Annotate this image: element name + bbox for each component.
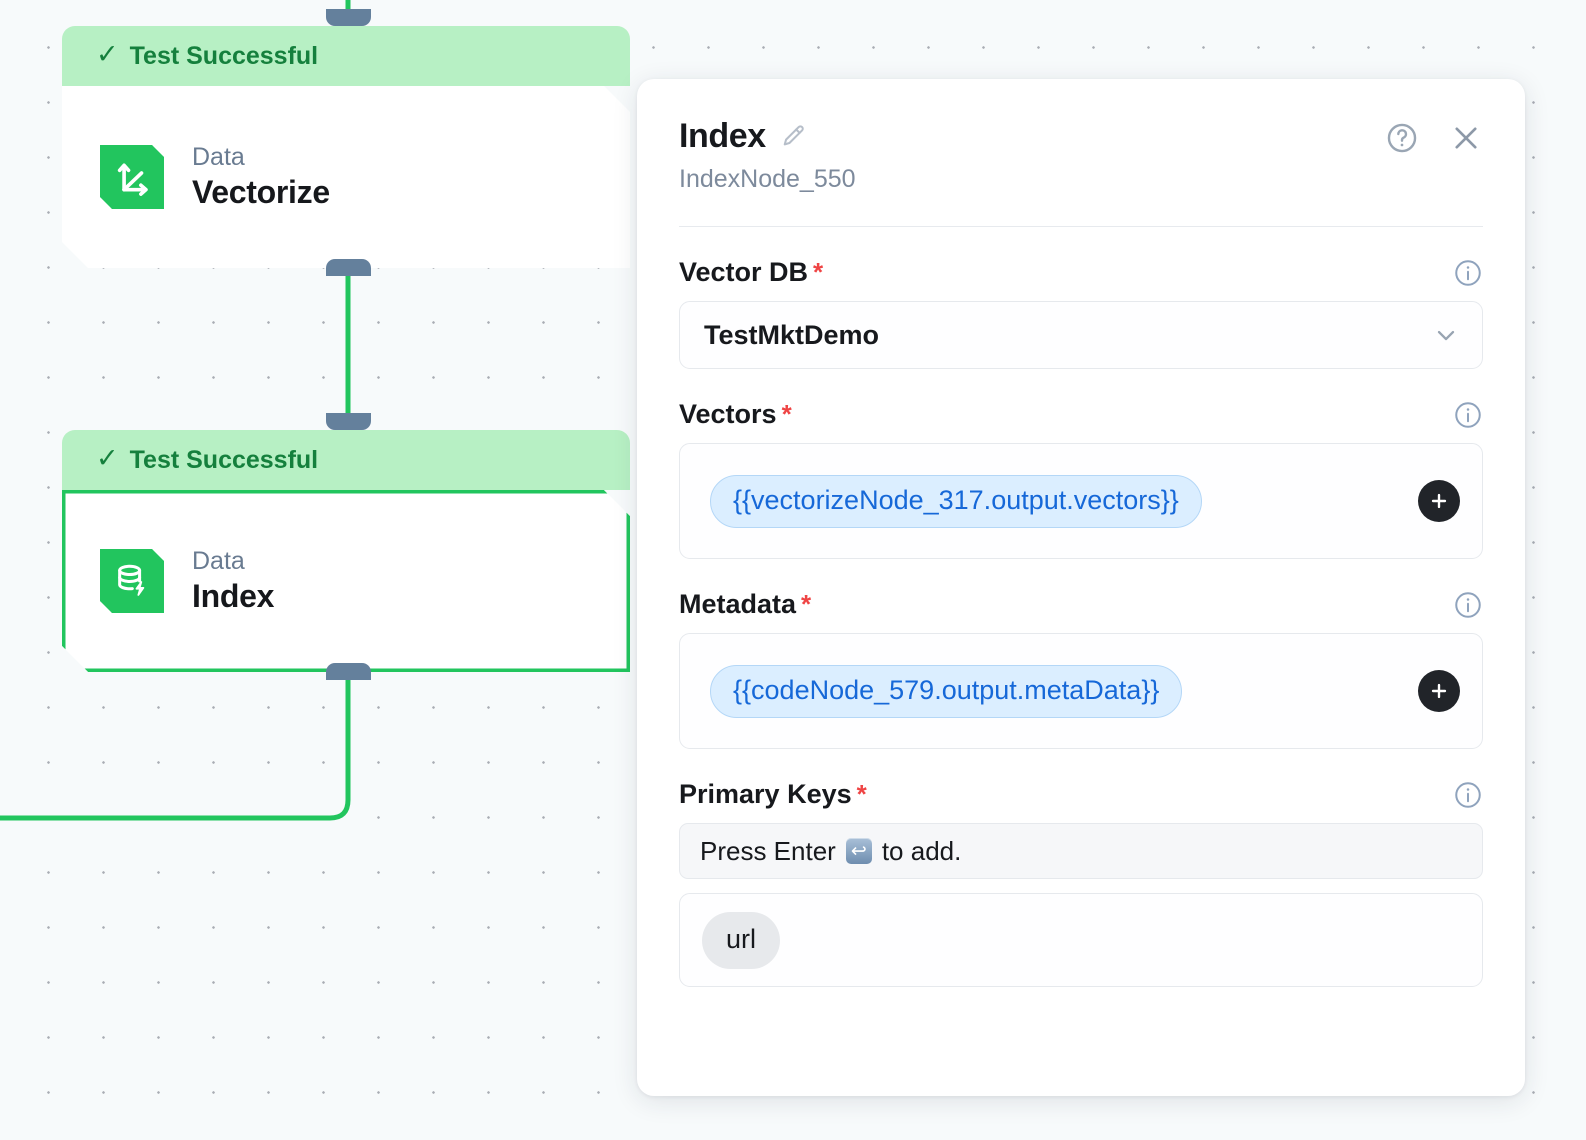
panel-body: Vector DB* TestMktDemo (637, 257, 1525, 987)
info-circle-icon[interactable] (1453, 780, 1483, 810)
close-icon[interactable] (1449, 121, 1483, 155)
check-icon: ✓ (96, 442, 119, 473)
vectors-token-input[interactable]: {{vectorizeNode_317.output.vectors}} (679, 443, 1483, 559)
add-metadata-button[interactable] (1418, 670, 1460, 712)
field-label: Primary Keys* (679, 779, 867, 809)
node-body[interactable]: Data Index (62, 490, 630, 672)
field-label: Vector DB* (679, 257, 824, 287)
node-kind-label: Data (192, 143, 245, 171)
node-body[interactable]: Data Vectorize (62, 86, 630, 268)
vectorize-output-port[interactable] (326, 259, 371, 276)
field-label: Vectors* (679, 399, 792, 429)
node-title-label: Index (192, 578, 275, 614)
vectorize-input-port[interactable] (326, 9, 371, 26)
metadata-token-input[interactable]: {{codeNode_579.output.metaData}} (679, 633, 1483, 749)
field-vector-db: Vector DB* TestMktDemo (679, 257, 1483, 369)
database-lightning-icon (100, 549, 164, 613)
header-divider (679, 226, 1483, 227)
node-vectorize[interactable]: ✓ Test Successful Data Vectorize (62, 26, 630, 268)
required-marker: * (801, 589, 812, 619)
help-circle-icon[interactable] (1385, 121, 1419, 155)
pencil-icon[interactable] (780, 123, 807, 150)
node-index[interactable]: ✓ Test Successful Data Index (62, 430, 630, 672)
info-circle-icon[interactable] (1453, 400, 1483, 430)
node-status-banner: ✓ Test Successful (62, 430, 630, 490)
primary-keys-input[interactable]: Press Enter ↩ to add. (679, 823, 1483, 879)
panel-header: Index IndexNode_550 (637, 79, 1525, 194)
node-status-label: Test Successful (129, 445, 319, 474)
primary-key-tag[interactable]: url (702, 911, 781, 969)
required-marker: * (813, 257, 824, 287)
vector-db-select[interactable]: TestMktDemo (679, 301, 1483, 369)
node-kind-label: Data (192, 547, 245, 575)
field-vectors: Vectors* {{vectorizeNode_317.output.vect… (679, 399, 1483, 559)
vector-axes-icon (100, 145, 164, 209)
add-vector-button[interactable] (1418, 480, 1460, 522)
node-config-panel: Index IndexNode_550 (637, 79, 1525, 1096)
check-icon: ✓ (96, 38, 119, 69)
hint-prefix: Press Enter (700, 835, 836, 866)
node-title-label: Vectorize (192, 174, 330, 210)
required-marker: * (781, 399, 792, 429)
index-input-port[interactable] (326, 413, 371, 430)
info-circle-icon[interactable] (1453, 258, 1483, 288)
primary-keys-tag-list[interactable]: url (679, 893, 1483, 987)
field-primary-keys: Primary Keys* Press Enter ↩ to add. url (679, 779, 1483, 987)
node-status-banner: ✓ Test Successful (62, 26, 630, 86)
required-marker: * (856, 779, 867, 809)
info-circle-icon[interactable] (1453, 590, 1483, 620)
node-status-label: Test Successful (129, 41, 319, 70)
page-title: Index (679, 117, 766, 155)
vector-db-value: TestMktDemo (704, 319, 880, 350)
variable-token[interactable]: {{vectorizeNode_317.output.vectors}} (710, 474, 1202, 528)
field-metadata: Metadata* {{codeNode_579.output.metaData… (679, 589, 1483, 749)
index-output-port[interactable] (326, 663, 371, 680)
field-label: Metadata* (679, 589, 812, 619)
hint-suffix: to add. (881, 835, 962, 866)
chevron-down-icon (1432, 321, 1460, 349)
node-id-label: IndexNode_550 (679, 165, 856, 193)
return-key-icon: ↩ (845, 838, 872, 864)
variable-token[interactable]: {{codeNode_579.output.metaData}} (710, 664, 1183, 718)
